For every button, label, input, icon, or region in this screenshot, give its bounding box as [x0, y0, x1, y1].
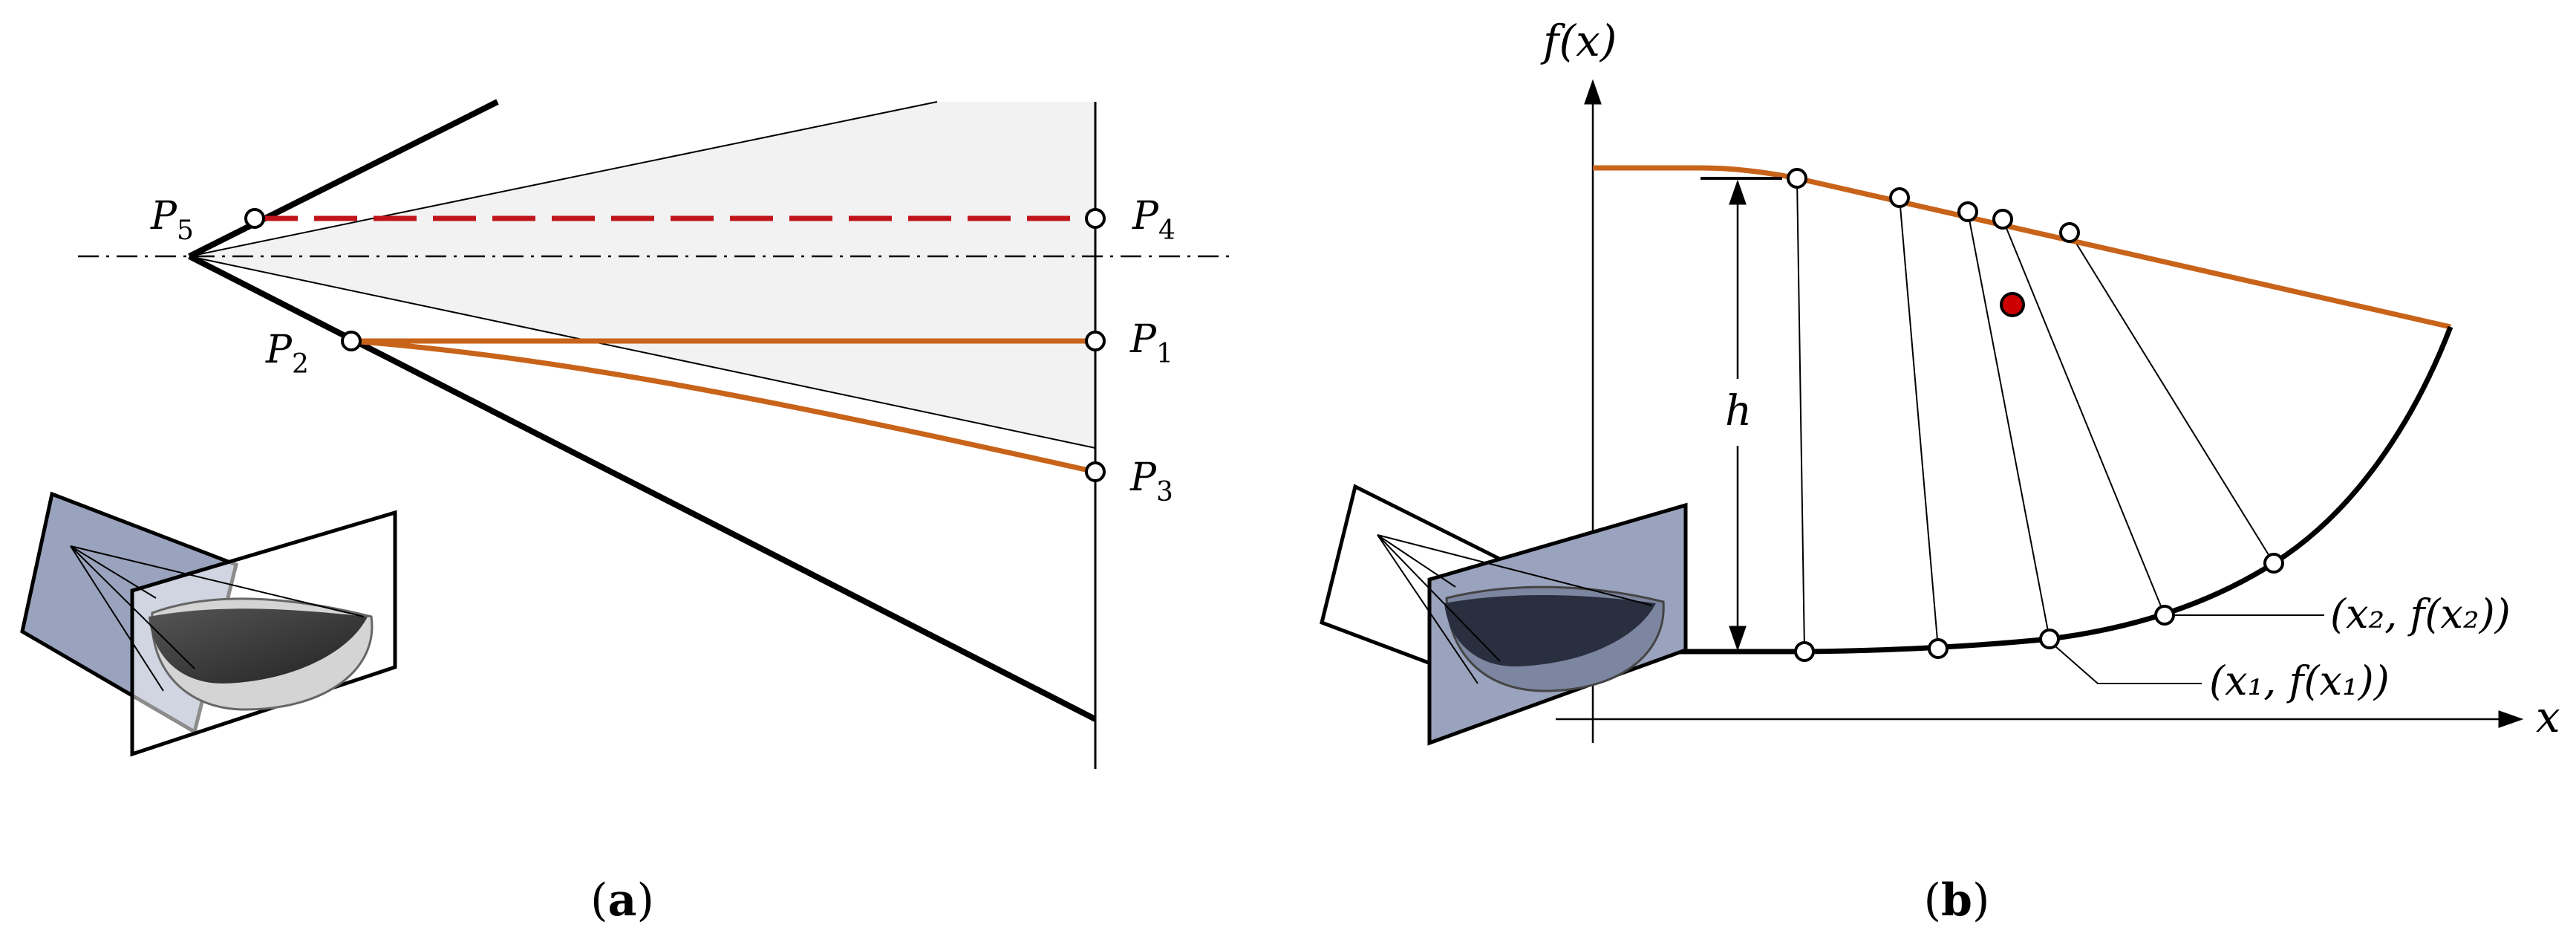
lower-point [1928, 638, 1949, 659]
icon-ray-3 [70, 545, 365, 617]
point-p1 [1085, 331, 1106, 351]
panel-b: h f(x) x (x₂, f(x₂)) (x₁, f(x₁)) [1320, 16, 2560, 746]
view-cone-fill [189, 102, 1095, 448]
icon-ray-3 [1377, 534, 1653, 606]
point-p3 [1085, 461, 1106, 482]
label-p3: P3 [1129, 455, 1173, 507]
leaf-object-icon [1444, 595, 1656, 666]
point-p2 [341, 331, 362, 351]
corr-line [1899, 197, 1939, 649]
label-p1: P1 [1129, 317, 1173, 369]
label-p2: P2 [265, 328, 309, 380]
lower-point-x1 [2039, 629, 2060, 649]
label-p4: P4 [1132, 194, 1175, 246]
upper-point [1957, 201, 1978, 222]
leader-x1 [2055, 646, 2202, 684]
icon-ray-2 [1377, 534, 1456, 588]
camera-scene-icon-a [20, 491, 397, 757]
icon-ray-4 [70, 545, 164, 692]
intersection-point-red [2000, 292, 2025, 317]
camera-edge-lower [188, 253, 1097, 722]
lower-point [2263, 553, 2284, 574]
caption-a: (a) [590, 874, 654, 926]
axis-y-label: f(x) [1540, 16, 1617, 66]
camera-edge-upper [188, 99, 499, 259]
cone-edge-lower [189, 256, 1096, 449]
curve-p2-p3 [350, 338, 1096, 475]
cone-edge-upper [189, 101, 938, 257]
upper-point [1889, 187, 1910, 208]
point1-label: (x₁, f(x₁)) [2209, 658, 2390, 704]
corr-line [2069, 232, 2275, 564]
icon-ray-4 [1377, 534, 1478, 684]
point-p5 [244, 208, 265, 229]
upper-point [2059, 222, 2080, 243]
camera-scene-icon-b [1320, 484, 1688, 746]
upper-point [1992, 209, 2013, 230]
point2-label: (x₂, f(x₂)) [2330, 591, 2511, 637]
lower-point [1794, 641, 1815, 662]
icon-ray-1 [1377, 534, 1501, 662]
corr-line [2002, 218, 2165, 616]
correspondence-lines [1796, 178, 2275, 652]
corr-line [1796, 178, 1805, 652]
axis-x-label: x [2536, 692, 2560, 742]
caption-b: (b) [1924, 874, 1990, 926]
label-p5: P5 [150, 194, 194, 246]
icon-ray-2 [70, 545, 157, 599]
point-p4 [1085, 208, 1106, 229]
lower-point-x2 [2154, 605, 2175, 626]
leaf-object-icon [149, 608, 368, 684]
height-label: h [1725, 387, 1752, 435]
icon-ray-1 [70, 545, 195, 669]
panel-a: P5 P4 P2 P1 P3 [20, 99, 1236, 769]
upper-point [1787, 168, 1807, 189]
corr-line [1967, 211, 2050, 640]
